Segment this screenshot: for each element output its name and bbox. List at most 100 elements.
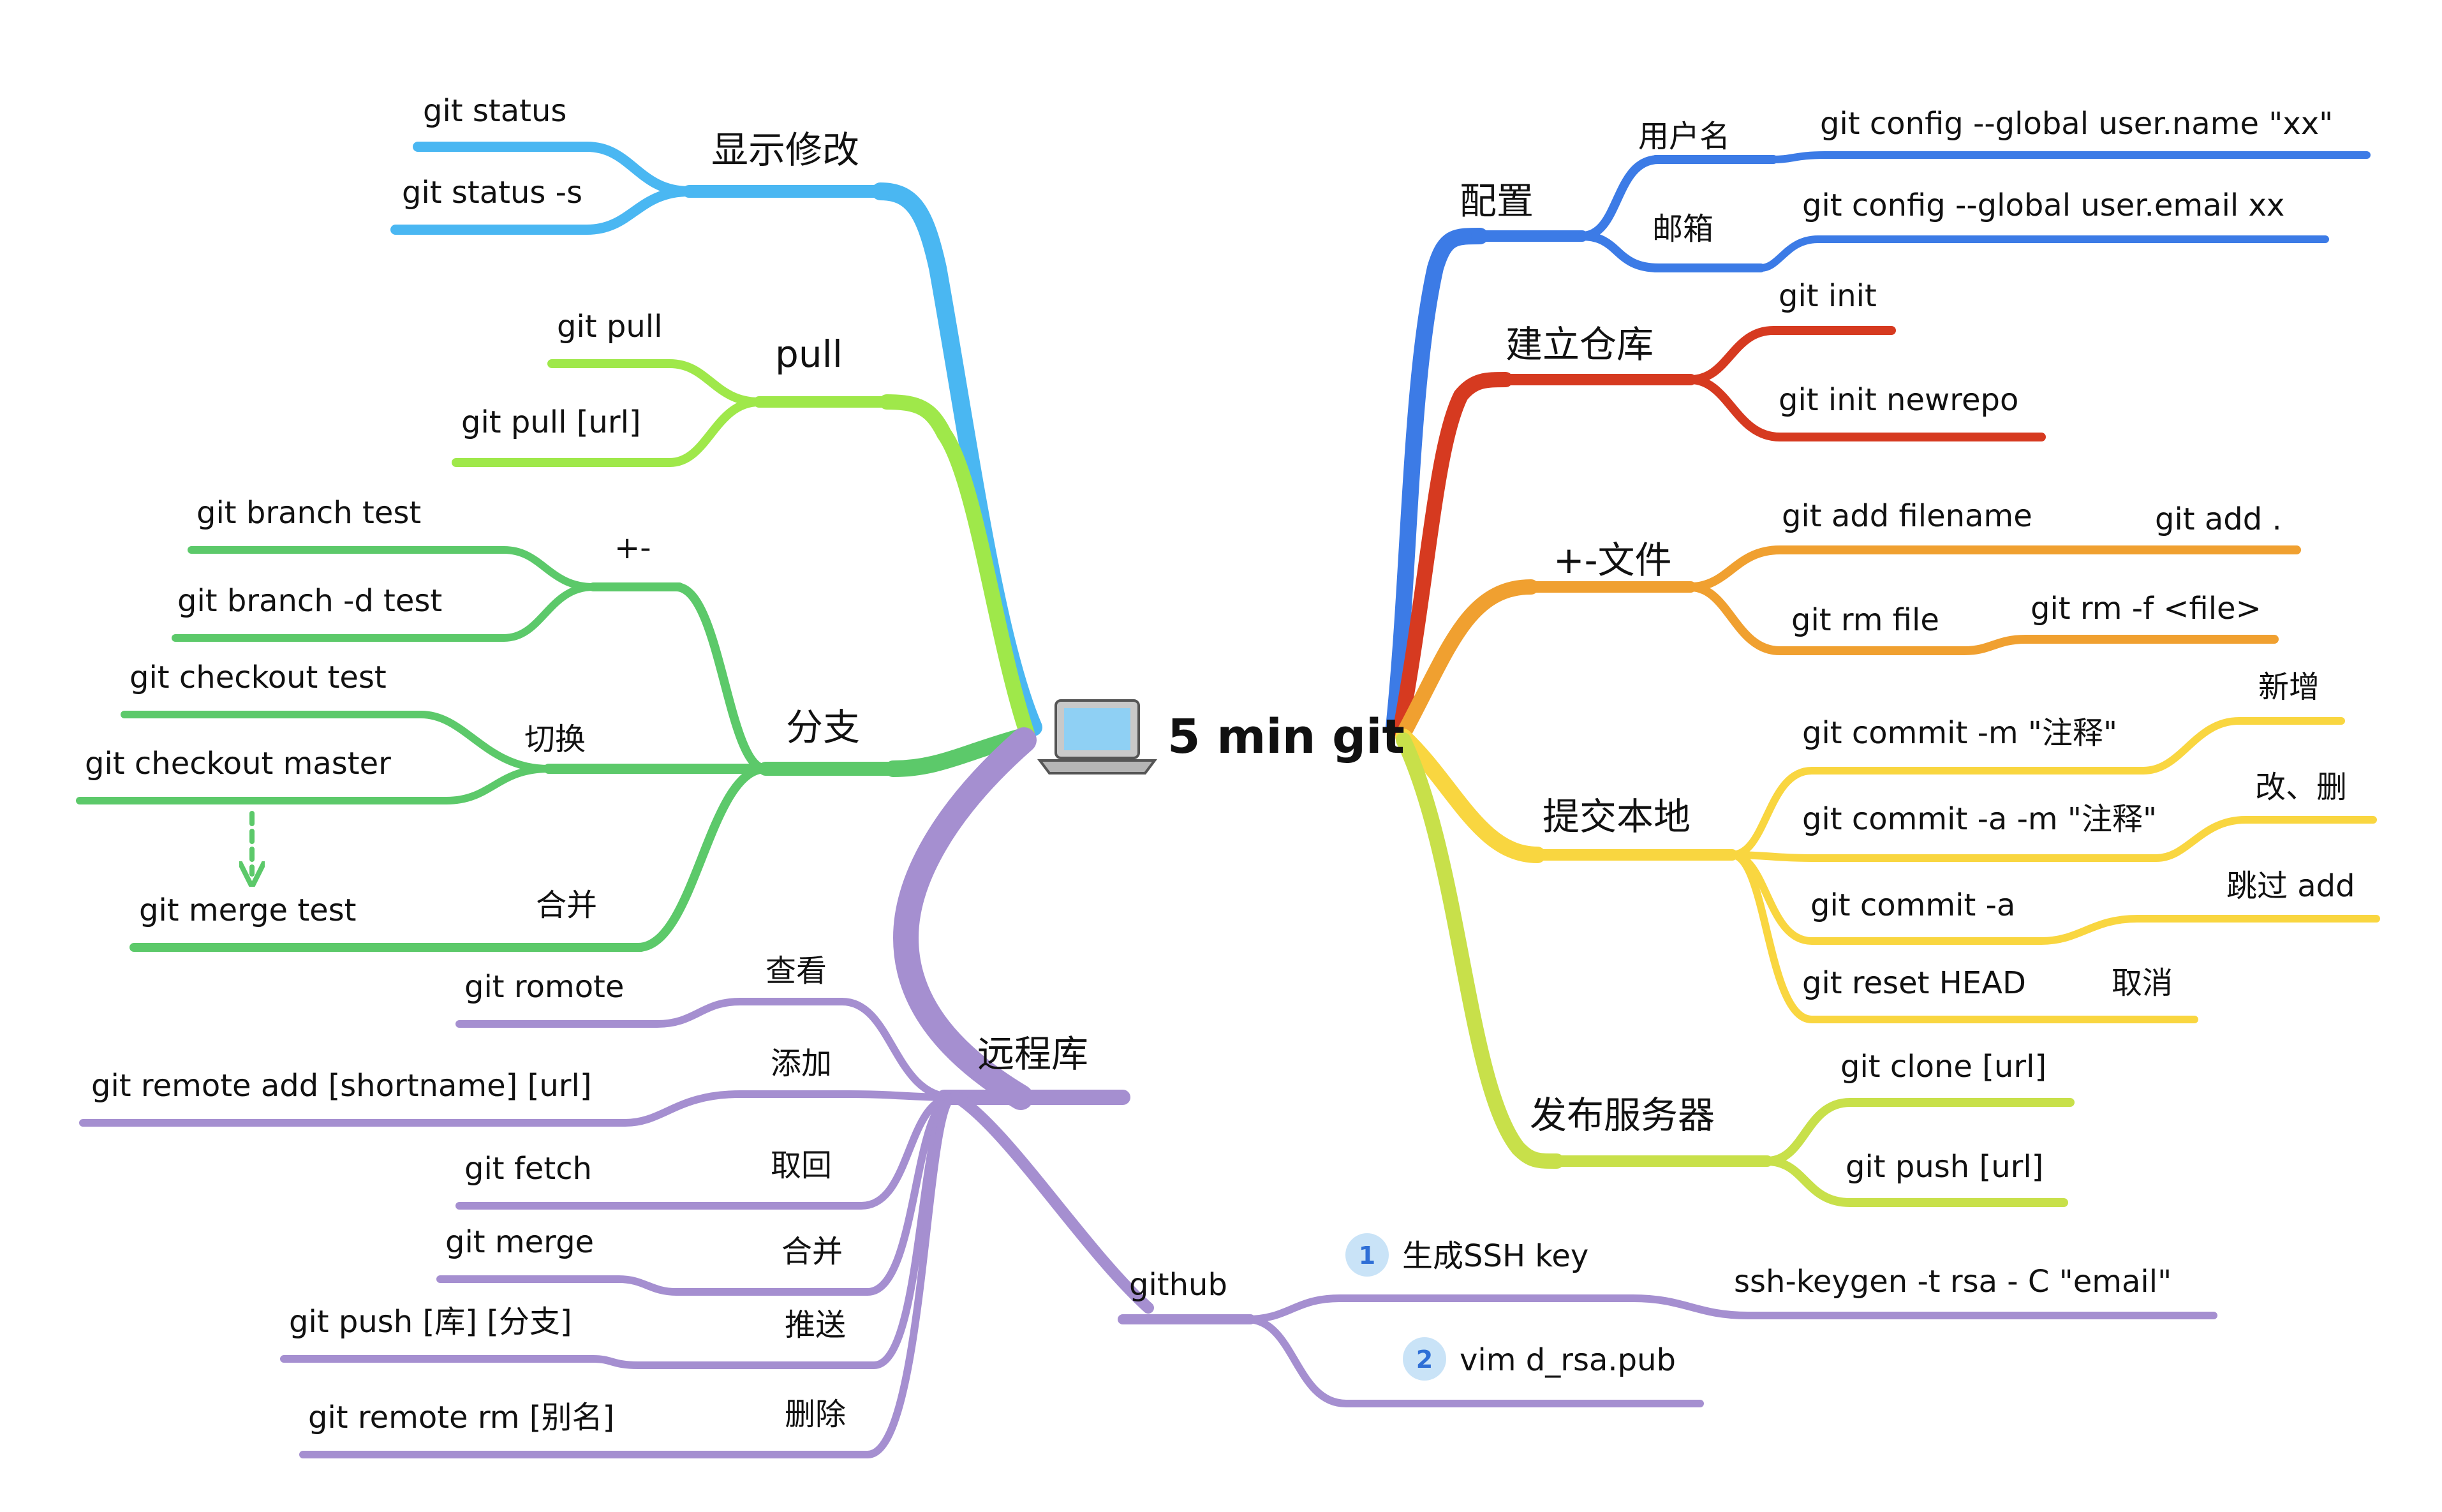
underline-config-email <box>1757 235 2329 272</box>
underline-git-rm <box>1686 582 2279 655</box>
label-git-merge-test: git merge test <box>139 893 357 928</box>
remote-row-fetch[interactable]: 取回 git fetch <box>464 1148 832 1187</box>
label-git-add: git add filename <box>1782 498 2032 534</box>
remote-label-view: 查看 <box>766 953 827 989</box>
label-files: +-文件 <box>1553 538 1672 582</box>
label-git-pull: git pull <box>557 309 662 345</box>
step-2-badge <box>1403 1337 1446 1381</box>
remote-cmd-rm: git remote rm [别名] <box>308 1400 614 1435</box>
branch-files[interactable]: +-文件 git add filename git add . git rm f… <box>1553 498 2282 638</box>
underline-git-checkout-test <box>121 711 552 773</box>
branch-config[interactable]: 配置 用户名 git config --global user.name "xx… <box>1460 106 2333 247</box>
underline-git-status-s <box>390 186 694 235</box>
branch-repo-lines <box>1393 326 2046 738</box>
remote-row-view[interactable]: 查看 git romote <box>464 953 827 1005</box>
label-commit-a-m-note: 改、删 <box>2255 769 2347 805</box>
connector-root-publish <box>1396 732 1564 1169</box>
connector-branch-merge <box>633 764 770 952</box>
remote-cmd-fetch: git fetch <box>464 1151 592 1187</box>
label-git-init-newrepo: git init newrepo <box>1779 382 2018 418</box>
underline-git-init-newrepo <box>1686 375 2046 441</box>
label-commit-m: git commit -m "注释" <box>1802 715 2117 751</box>
label-config-email: git config --global user.email xx <box>1802 188 2284 223</box>
underline-git-checkout-master <box>76 765 552 804</box>
label-git-status: git status <box>423 93 566 129</box>
connector-branch-add-remove <box>672 582 770 773</box>
connector-remote-github <box>951 1092 1154 1314</box>
underline-git-pull-url <box>452 397 764 467</box>
github-step-2[interactable]: 2 vim d_rsa.pub <box>1403 1337 1676 1381</box>
branch-show-diff[interactable]: 显示修改 git status git status -s <box>402 93 859 211</box>
underline-git-add <box>1686 545 2301 591</box>
github-step-1[interactable]: 1 生成SSH key ssh-keygen -t rsa - C "email… <box>1345 1233 2172 1300</box>
label-show-diff: 显示修改 <box>711 128 859 172</box>
branch-publish[interactable]: 发布服务器 git clone [url] git push [url] <box>1530 1049 2046 1185</box>
branch-branch-lines <box>76 546 1029 952</box>
underline-git-branch-d-test <box>172 583 597 642</box>
underline-commit-a <box>1728 851 2380 945</box>
underline-remote-add <box>79 1090 958 1127</box>
laptop-icon <box>1037 699 1157 775</box>
label-git-status-s: git status -s <box>402 175 582 211</box>
underline-git-clone <box>1763 1098 2075 1166</box>
branch-remote[interactable]: 远程库 查看 git romote 添加 git remote add [sho… <box>91 953 2172 1435</box>
connector-root-branch <box>885 729 1029 777</box>
connector-config-email <box>1578 232 1663 272</box>
root-node[interactable]: 5 min git <box>1037 699 1405 775</box>
step-1-cmd: ssh-keygen -t rsa - C "email" <box>1734 1264 2172 1300</box>
remote-row-add[interactable]: 添加 git remote add [shortname] [url] <box>91 1046 832 1104</box>
label-github: github <box>1129 1267 1227 1303</box>
label-repo: 建立仓库 <box>1506 323 1654 366</box>
branch-publish-lines <box>1396 732 2075 1207</box>
connector-root-config <box>1386 228 1488 736</box>
branch-branch[interactable]: 分支 +- git branch test git branch -d test… <box>85 495 860 928</box>
label-reset-head-note: 取消 <box>2112 965 2173 1001</box>
label-branch: 分支 <box>786 706 860 749</box>
branch-lines <box>76 142 2380 1458</box>
label-config-name: git config --global user.name "xx" <box>1820 106 2333 142</box>
github-node[interactable]: github 1 生成SSH key ssh-keygen -t rsa - C… <box>1129 1233 2172 1381</box>
branch-repo[interactable]: 建立仓库 git init git init newrepo <box>1506 278 2018 418</box>
label-commit-m-note: 新增 <box>2258 669 2320 705</box>
label-merge: 合并 <box>536 887 597 923</box>
label-commit-a-note: 跳过 add <box>2226 868 2355 904</box>
branch-files-lines <box>1396 545 2301 741</box>
label-git-add-all: git add . <box>2155 501 2282 537</box>
remote-row-merge[interactable]: 合并 git merge <box>445 1224 843 1270</box>
label-email: 邮箱 <box>1652 211 1713 247</box>
label-pull: pull <box>775 332 843 376</box>
underline-remote-rm <box>299 1093 958 1458</box>
step-2-number: 2 <box>1416 1345 1433 1374</box>
step-1-number: 1 <box>1359 1241 1375 1270</box>
underline-commit-a-m <box>1728 816 2377 862</box>
branch-pull[interactable]: pull git pull git pull [url] <box>461 309 843 440</box>
label-switch: 切换 <box>524 722 586 757</box>
label-git-rm-f: git rm -f <file> <box>2031 591 2261 626</box>
connector-root-commit <box>1395 729 1546 863</box>
label-git-pull-url: git pull [url] <box>461 404 641 440</box>
branch-pull-lines <box>452 359 1035 741</box>
branch-commit[interactable]: 提交本地 git commit -m "注释" 新增 git commit -a… <box>1543 669 2355 1001</box>
remote-label-push: 推送 <box>785 1307 846 1343</box>
label-remote: 远程库 <box>977 1032 1088 1076</box>
label-username: 用户名 <box>1638 119 1730 154</box>
underline-vim-rsa <box>1243 1316 1704 1407</box>
label-git-checkout-master: git checkout master <box>85 746 391 782</box>
underline-git-init <box>1686 326 1896 384</box>
connector-root-repo <box>1393 372 1513 738</box>
label-git-rm: git rm file <box>1791 602 1939 638</box>
label-git-branch-test: git branch test <box>196 495 421 531</box>
remote-cmd-merge: git merge <box>445 1224 594 1260</box>
label-add-remove: +- <box>614 530 651 566</box>
connector-root-files <box>1396 579 1539 741</box>
root-title: 5 min git <box>1167 709 1405 764</box>
label-git-push-url: git push [url] <box>1846 1149 2043 1185</box>
remote-label-fetch: 取回 <box>771 1148 832 1183</box>
remote-label-merge: 合并 <box>781 1234 843 1270</box>
underline-commit-m <box>1728 717 2345 859</box>
remote-row-rm[interactable]: 删除 git remote rm [别名] <box>308 1397 846 1435</box>
underline-remote-merge <box>436 1093 958 1296</box>
underline-git-pull <box>547 359 764 406</box>
remote-row-push[interactable]: 推送 git push [库] [分支] <box>289 1304 846 1343</box>
